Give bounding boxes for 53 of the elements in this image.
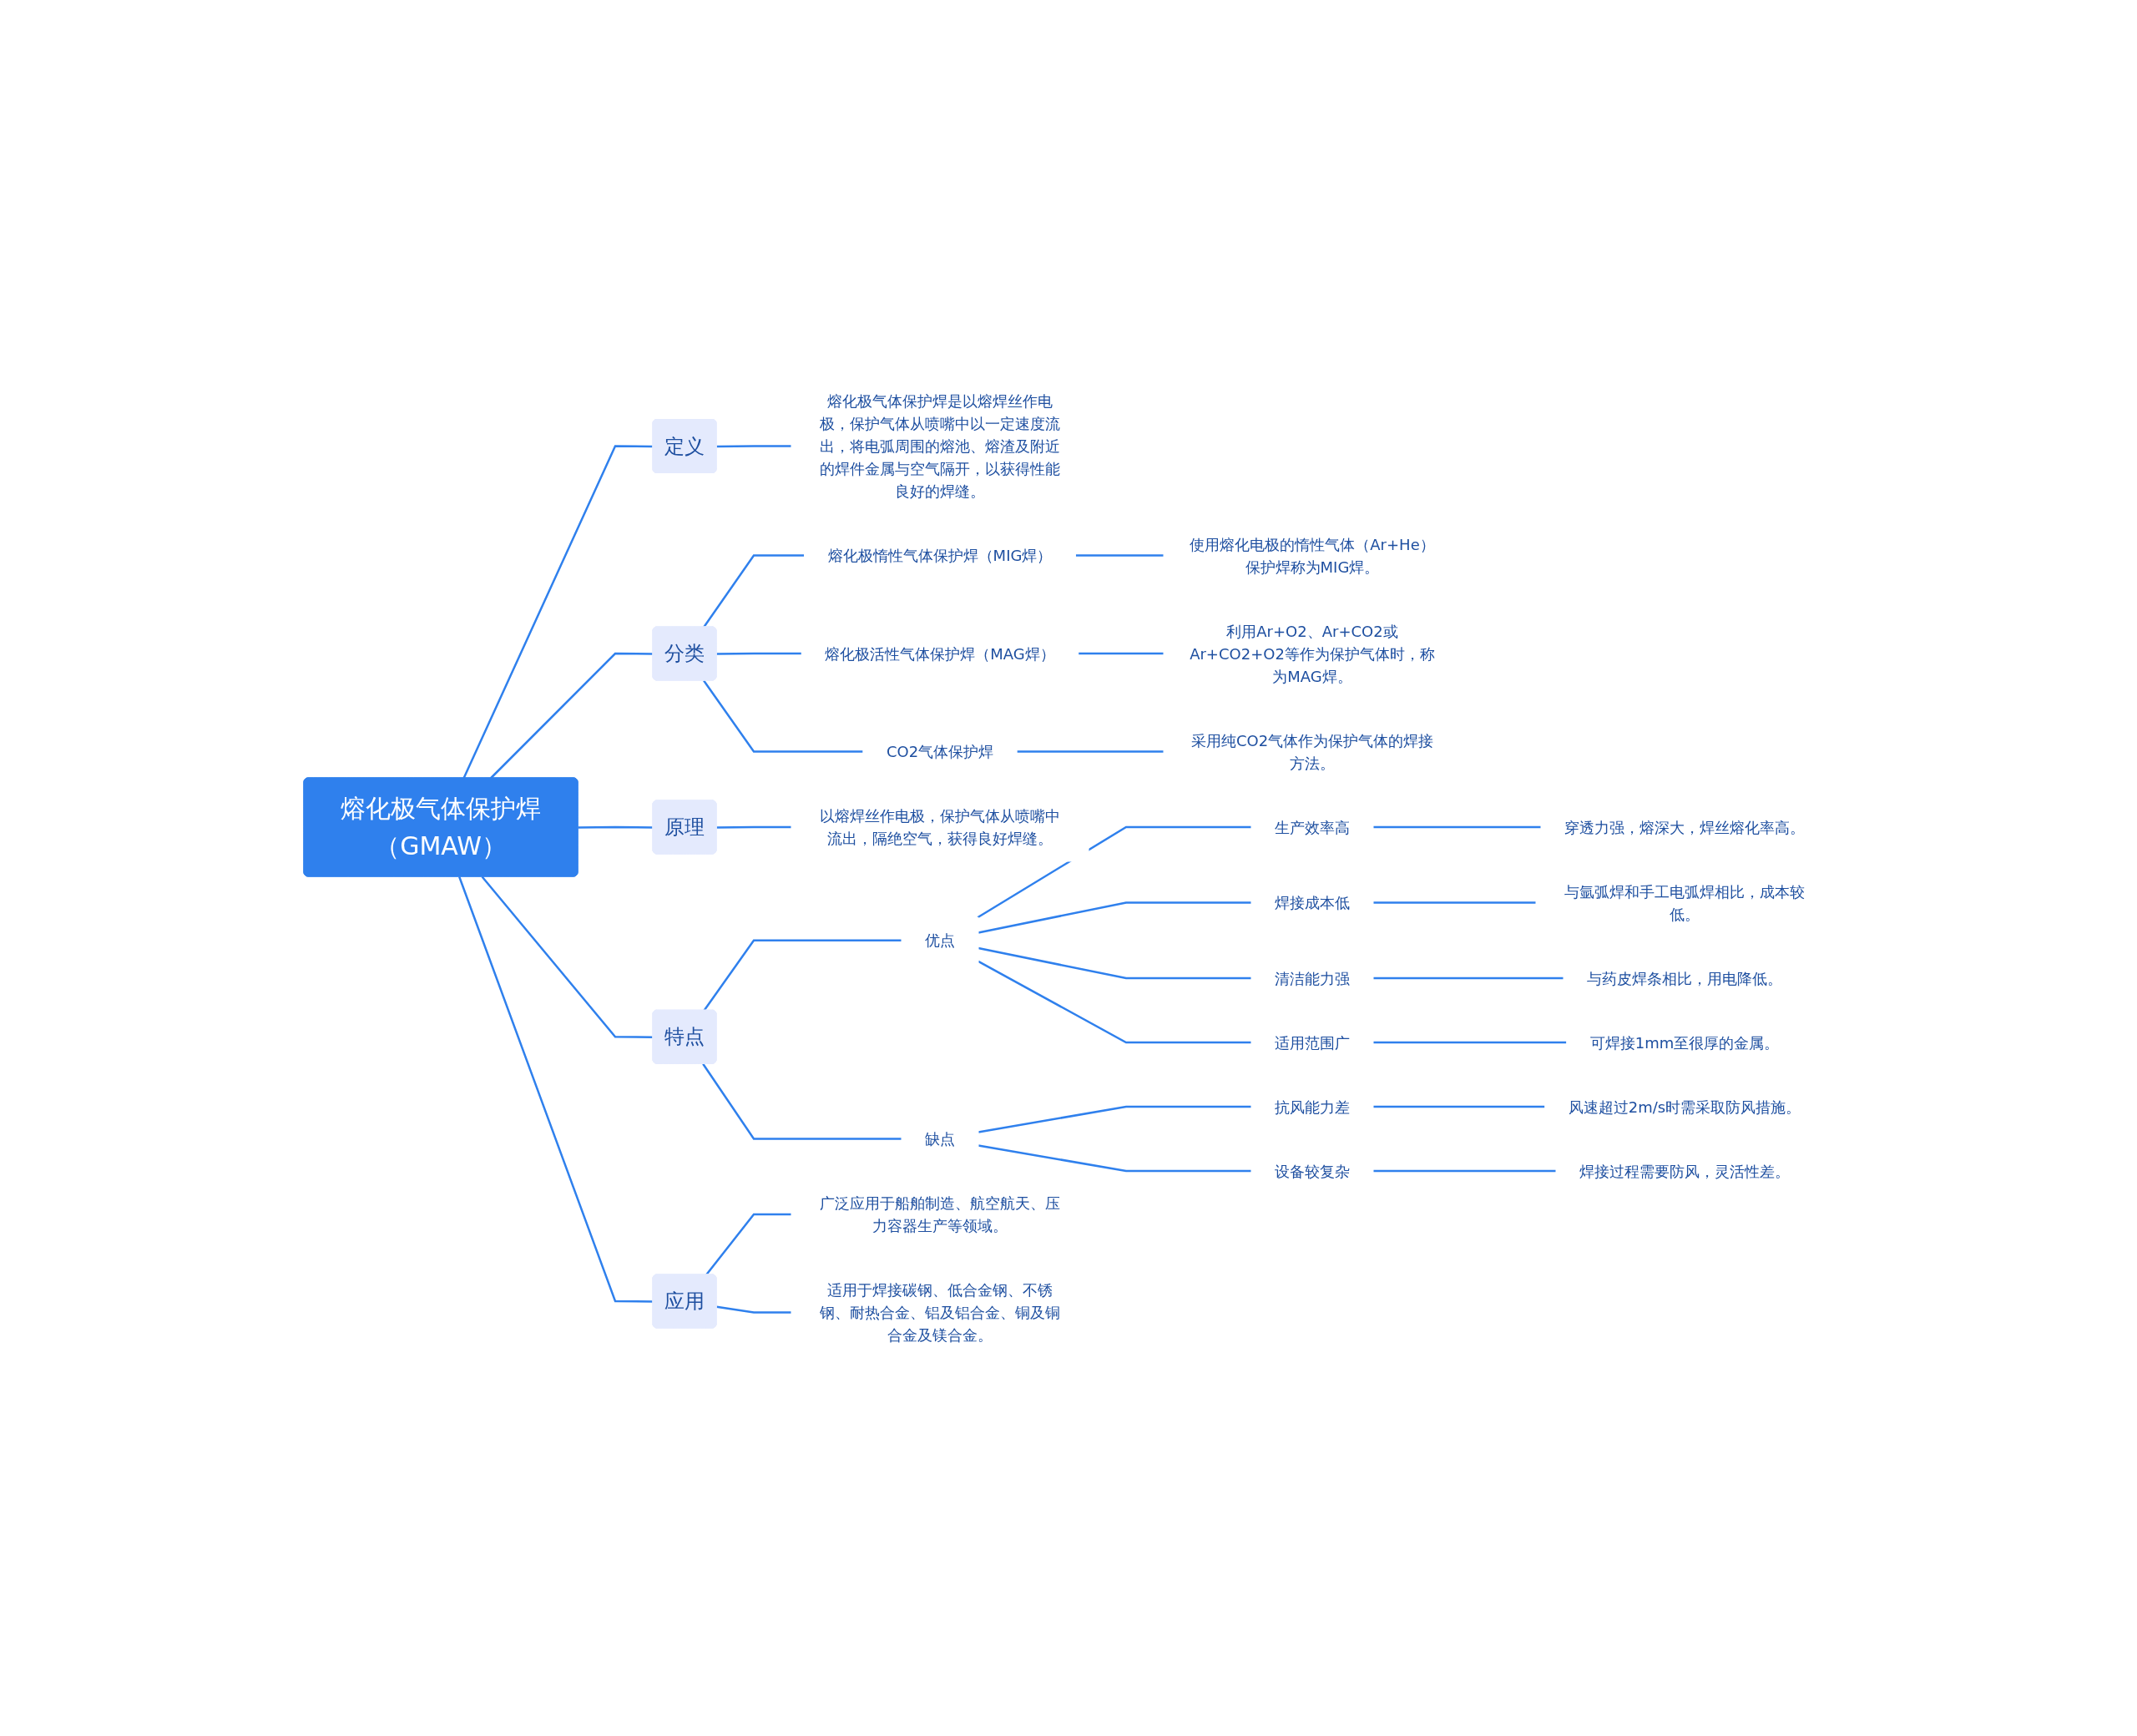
connector <box>716 652 802 655</box>
node-text: 穿透力强，熔深大，焊丝熔化率高。 <box>1564 818 1805 836</box>
node-text: 清洁能力强 <box>1275 969 1350 987</box>
node-text: 风速超过2m/s时需采取防风措施。 <box>1568 1098 1801 1116</box>
node-text: 采用纯CO2气体作为保护气体的焊接方法。 <box>1190 731 1434 772</box>
connector <box>703 679 863 753</box>
node-text: 优点 <box>925 931 955 950</box>
node-text: 熔化极惰性气体保护焊（MIG焊） <box>827 547 1053 564</box>
connector <box>1017 750 1164 753</box>
connector <box>1373 1041 1567 1044</box>
connector <box>458 876 654 1303</box>
connector <box>716 445 791 448</box>
node-text: 以熔焊丝作电极，保护气体从喷嘴中流出，隔绝空气，获得良好焊缝。 <box>820 807 1060 847</box>
connector <box>1373 825 1541 829</box>
node-text: 利用Ar+O2、Ar+CO2或Ar+CO2+O2等作为保护气体时，称为MAG焊。 <box>1190 622 1435 685</box>
connector <box>978 1105 1251 1133</box>
node-text: 适用范围广 <box>1275 1033 1350 1052</box>
connector <box>462 445 654 779</box>
node-text: CO2气体保护焊 <box>886 743 994 760</box>
connector <box>1373 1169 1556 1173</box>
connector <box>1078 652 1164 655</box>
node-text: 可焊接1mm至很厚的金属。 <box>1589 1033 1780 1052</box>
connector <box>578 825 654 829</box>
connector <box>1075 554 1164 557</box>
connector <box>1373 901 1536 904</box>
connector <box>978 946 1251 980</box>
connector <box>705 1213 791 1276</box>
node-text: 生产效率高 <box>1275 818 1350 836</box>
connector <box>481 876 654 1038</box>
node-text: 与药皮焊条相比，用电降低。 <box>1587 969 1782 987</box>
connector <box>1373 1105 1545 1108</box>
connector <box>977 825 1251 919</box>
connector <box>716 825 791 829</box>
node-text: 焊接成本低 <box>1275 894 1350 911</box>
connector <box>703 554 805 628</box>
node-text: 设备较复杂 <box>1275 1162 1350 1180</box>
node-text: 广泛应用于船舶制造、航空航天、压力容器生产等领域。 <box>820 1194 1060 1234</box>
node-text: 使用熔化电极的惰性气体（Ar+He）保护焊称为MIG焊。 <box>1190 535 1435 576</box>
connector <box>716 1305 791 1314</box>
node-text: 抗风能力差 <box>1275 1098 1350 1116</box>
connector <box>978 1144 1251 1173</box>
node-text: 缺点 <box>925 1130 955 1148</box>
connector <box>489 652 654 780</box>
connector <box>1373 976 1564 980</box>
node-text: 熔化极气体保护焊是以熔焊丝作电极，保护气体从喷嘴中以一定速度流出，将电弧周围的熔池、熔渣及附近的焊件金属与空气隔开，以获得性能良好的焊缝。 <box>820 392 1060 500</box>
connector <box>702 1063 902 1140</box>
connector <box>978 901 1251 934</box>
connector <box>978 960 1251 1044</box>
connector <box>703 939 902 1012</box>
node-text: 熔化极活性气体保护焊（MAG焊） <box>825 644 1055 663</box>
node-text: 与氩弧焊和手工电弧焊相比，成本较低。 <box>1564 882 1805 923</box>
node-text: 适用于焊接碳钢、低合金钢、不锈钢、耐热合金、铝及铝合金、铜及铜合金及镁合金。 <box>820 1281 1060 1344</box>
node-text: 焊接过程需要防风，灵活性差。 <box>1579 1162 1790 1180</box>
